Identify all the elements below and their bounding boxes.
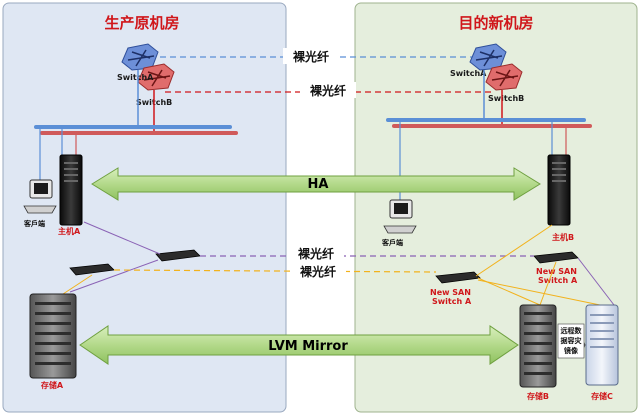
ha-arrow — [91, 167, 541, 201]
right-lan-bus-red — [392, 124, 592, 128]
target-room-panel — [354, 2, 638, 413]
storage-a-label: 存储A — [40, 380, 64, 390]
remote-copy-box — [557, 323, 585, 359]
remote-copy-line3: 镜像 — [564, 346, 579, 355]
fiber-label-mid-2: 裸光纤 — [300, 264, 336, 279]
new-san-a-label-line2: Switch A — [432, 297, 472, 306]
fiber-label-bg-3 — [288, 246, 344, 262]
remote-copy-line1: 远程数 — [561, 326, 583, 335]
fiber-label-bg-2 — [300, 82, 356, 98]
fiber-label-bg-4 — [290, 264, 346, 280]
client-right-label: 客戶端 — [381, 238, 403, 247]
client-left-label: 客戶端 — [23, 219, 45, 228]
switch-b-right-icon — [485, 63, 523, 91]
lvm-mirror-label: LVM Mirror — [268, 339, 348, 354]
switch-a-right-label: SwitchA — [450, 69, 487, 78]
san-a-to-storage-c-link — [477, 279, 601, 306]
fiber-label-top-1: 裸光纤 — [293, 49, 329, 64]
new-san-a-label-line1: New SAN — [430, 288, 471, 297]
client-left-pc-icon — [23, 179, 57, 214]
storage-b-label: 存储B — [526, 391, 549, 401]
remote-copy-line2: 据容灾 — [561, 336, 582, 345]
san-b-to-storage-b-link — [539, 261, 557, 306]
fiber-label-bg-1 — [283, 48, 339, 64]
lvm-mirror-arrow — [79, 325, 519, 365]
host-b-to-san-a-link — [475, 224, 553, 277]
right-lan-bus-blue — [386, 118, 586, 122]
source-room-title: 生产原机房 — [104, 14, 179, 32]
host-b-label: 主机B — [552, 232, 574, 242]
new-san-b-label-line1: New SAN — [536, 267, 577, 276]
client-right-pc-icon — [383, 199, 417, 234]
host-b-server-icon — [547, 154, 571, 226]
storage-c-label: 存储C — [590, 391, 613, 401]
switch-b-left-icon — [137, 63, 175, 91]
switch-a-left-label: SwitchA — [117, 73, 154, 82]
fiber-label-mid-1: 裸光纤 — [298, 246, 334, 261]
san-left-to-storage-a-link — [59, 274, 93, 297]
fiber-label-top-2: 裸光纤 — [310, 83, 346, 98]
left-lan-bus-red — [40, 131, 238, 135]
switch-b-right-label: SwitchB — [488, 94, 524, 103]
new-san-b-label-line2: Switch A — [538, 276, 578, 285]
storage-a-to-san-link — [69, 259, 159, 293]
storage-a-icon — [29, 293, 77, 379]
storage-b-icon — [519, 304, 557, 388]
host-a-label: 主机A — [58, 226, 81, 236]
host-a-server-icon — [59, 154, 83, 226]
san-b-to-storage-c-link — [577, 257, 615, 306]
fiber-link-mid-2 — [113, 269, 437, 273]
target-room-title: 目的新机房 — [458, 14, 533, 32]
storage-c-icon — [585, 304, 619, 386]
ha-label: HA — [308, 177, 329, 192]
left-lan-bus-blue — [34, 125, 232, 129]
host-a-to-san-link — [83, 221, 161, 255]
new-san-switch-a-icon — [435, 271, 481, 284]
